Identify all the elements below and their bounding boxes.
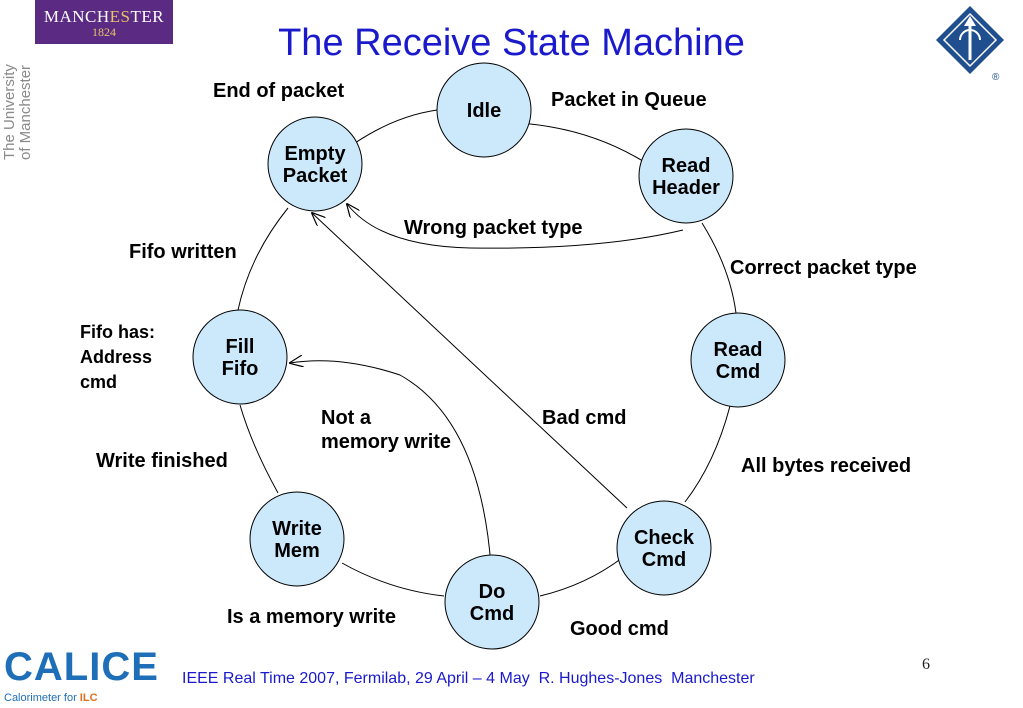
edge-read-header-to-empty-packet — [347, 204, 684, 249]
state-circle — [690, 312, 786, 408]
ieee-logo: ® — [936, 6, 1004, 83]
edge-empty-packet-to-idle — [354, 108, 447, 144]
transition-label-bad-cmd: Bad cmd — [542, 407, 626, 429]
state-label: Check — [634, 527, 695, 549]
transition-label-end-of-packet: End of packet — [213, 80, 344, 102]
edge-read-cmd-to-check-cmd — [684, 405, 731, 503]
state-label: Idle — [467, 100, 501, 122]
manchester-year: 1824 — [92, 25, 116, 39]
state-label: Read — [662, 155, 711, 177]
ieee-inner-diamond-icon — [942, 12, 998, 68]
calice-wordmark: CALICE — [4, 645, 159, 689]
edge-read-header-to-read-cmd — [701, 222, 737, 314]
transition-label-not-memory-write: Not a — [321, 407, 372, 429]
calice-logo: CALICE Calorimeter for ILC — [2, 645, 158, 705]
note-fifo-has: cmd — [80, 372, 117, 392]
edge-fill-fifo-to-empty-packet — [237, 207, 289, 311]
edge-idle-to-read-header — [518, 122, 647, 164]
state-label: Cmd — [716, 361, 760, 383]
university-of-manchester-logo: MANCHESTER 1824 — [35, 0, 173, 44]
transition-label-fifo-written: Fifo written — [129, 241, 237, 263]
nodes-layer: IdleReadHeaderReadCmdCheckCmdDoCmdWriteM… — [192, 62, 786, 650]
state-circle — [616, 500, 712, 596]
state-node-idle: Idle — [436, 62, 532, 158]
manchester-wordmark: MANCHESTER — [43, 7, 165, 26]
transition-label-good-cmd: Good cmd — [570, 618, 669, 640]
footer-text: IEEE Real Time 2007, Fermilab, 29 April … — [182, 670, 755, 687]
state-label: Write — [272, 518, 322, 540]
calice-subtitle: Calorimeter for ILC — [4, 692, 98, 704]
state-label: Read — [714, 339, 763, 361]
state-circle — [267, 116, 363, 212]
state-circle — [192, 309, 288, 405]
edge-check-cmd-to-do-cmd — [539, 557, 623, 597]
state-label: Fill — [226, 336, 255, 358]
edge-check-cmd-to-empty-packet — [312, 213, 628, 509]
state-label: Cmd — [470, 603, 514, 625]
transition-label-correct-packet-type: Correct packet type — [730, 257, 917, 279]
state-label: Header — [652, 177, 720, 199]
transition-label-wrong-packet-type: Wrong packet type — [404, 217, 583, 239]
transition-label-is-memory-write: Is a memory write — [227, 606, 396, 628]
page-number: 6 — [922, 656, 930, 673]
transition-label-packet-in-queue: Packet in Queue — [551, 89, 707, 111]
state-circle — [249, 491, 345, 587]
note-fifo-has: Address — [80, 347, 152, 367]
ieee-arrow-head-icon — [964, 16, 976, 26]
edge-write-mem-to-fill-fifo — [239, 404, 279, 494]
state-label: Mem — [274, 540, 320, 562]
state-circle — [444, 554, 540, 650]
state-label: Fifo — [222, 358, 259, 380]
transition-label-all-bytes-received: All bytes received — [741, 455, 911, 477]
edge-do-cmd-to-write-mem — [341, 562, 445, 597]
note-fifo-has: Fifo has: — [80, 322, 155, 342]
slide-title: The Receive State Machine — [278, 22, 745, 64]
transition-label-not-memory-write: memory write — [321, 431, 451, 453]
state-circle — [638, 128, 734, 224]
edge-do-cmd-to-fill-fifo — [290, 361, 492, 567]
state-label: Cmd — [642, 549, 686, 571]
state-circle — [436, 62, 532, 158]
state-label: Packet — [283, 165, 348, 187]
state-label: Do — [479, 581, 506, 603]
ieee-arc-icon — [959, 29, 981, 41]
ieee-registered-mark: ® — [992, 72, 1000, 83]
state-label: Empty — [284, 143, 346, 165]
transition-label-write-finished: Write finished — [96, 450, 228, 472]
